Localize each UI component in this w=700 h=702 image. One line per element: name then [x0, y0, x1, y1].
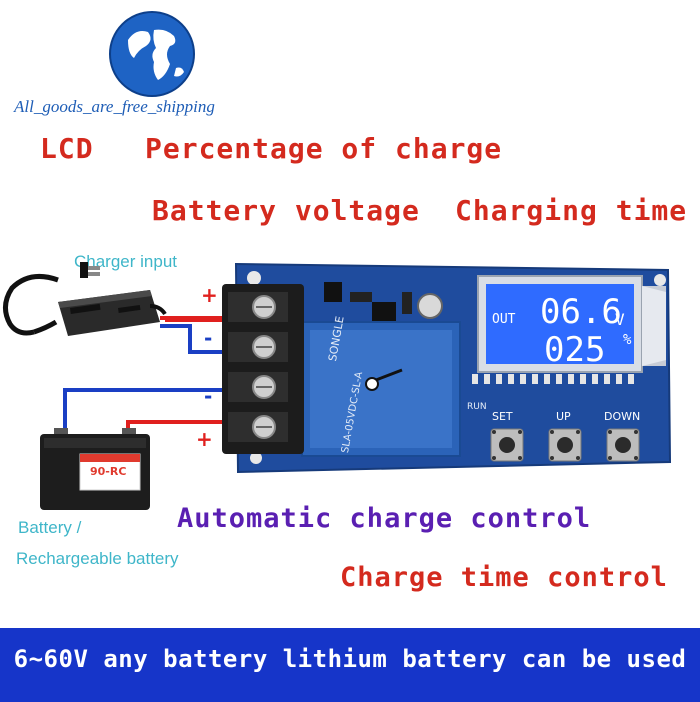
footer-banner — [0, 628, 700, 702]
up-label: UP — [556, 410, 571, 423]
lcd-percent-value: 025 — [544, 330, 606, 370]
battery-label-line1: Battery / — [18, 518, 82, 537]
percentage-label: Percentage of charge — [145, 132, 503, 165]
battery-illustration — [40, 428, 150, 510]
charger-adapter — [0, 262, 170, 372]
battery-label-line2: Rechargeable battery — [16, 549, 179, 568]
lcd-percent-unit: % — [623, 332, 632, 348]
voltage-label: Battery voltage — [152, 194, 420, 227]
pcb-board — [232, 262, 672, 474]
lcd-out-label: OUT — [492, 312, 516, 327]
up-button[interactable] — [548, 428, 582, 462]
run-label: RUN — [467, 402, 487, 412]
relay-switch-icon — [365, 368, 403, 391]
terminal-minus-2: - — [204, 384, 213, 408]
down-label: DOWN — [604, 410, 641, 423]
lcd-label: LCD — [40, 132, 94, 165]
footer-text: 6~60V any battery lithium battery can be… — [13, 645, 687, 673]
set-button[interactable] — [490, 428, 524, 462]
lcd-voltage-unit: V — [615, 310, 625, 329]
terminal-minus-1: - — [204, 326, 213, 350]
auto-control-label: Automatic charge control — [177, 503, 592, 534]
lcd-voltage-value: 06.6 — [540, 292, 622, 332]
time-control-label: Charge time control — [340, 562, 668, 593]
globe-icon — [108, 10, 196, 98]
terminal-plus-top: + — [201, 283, 218, 307]
terminal-plus-bottom: + — [196, 427, 213, 451]
brand-text: All_goods_are_free_shipping — [14, 97, 215, 116]
terminal-block — [222, 284, 304, 454]
time-label: Charging time — [455, 194, 688, 227]
down-button[interactable] — [606, 428, 640, 462]
battery-brand-label: 90-RC — [90, 465, 127, 478]
set-label: SET — [492, 410, 513, 423]
